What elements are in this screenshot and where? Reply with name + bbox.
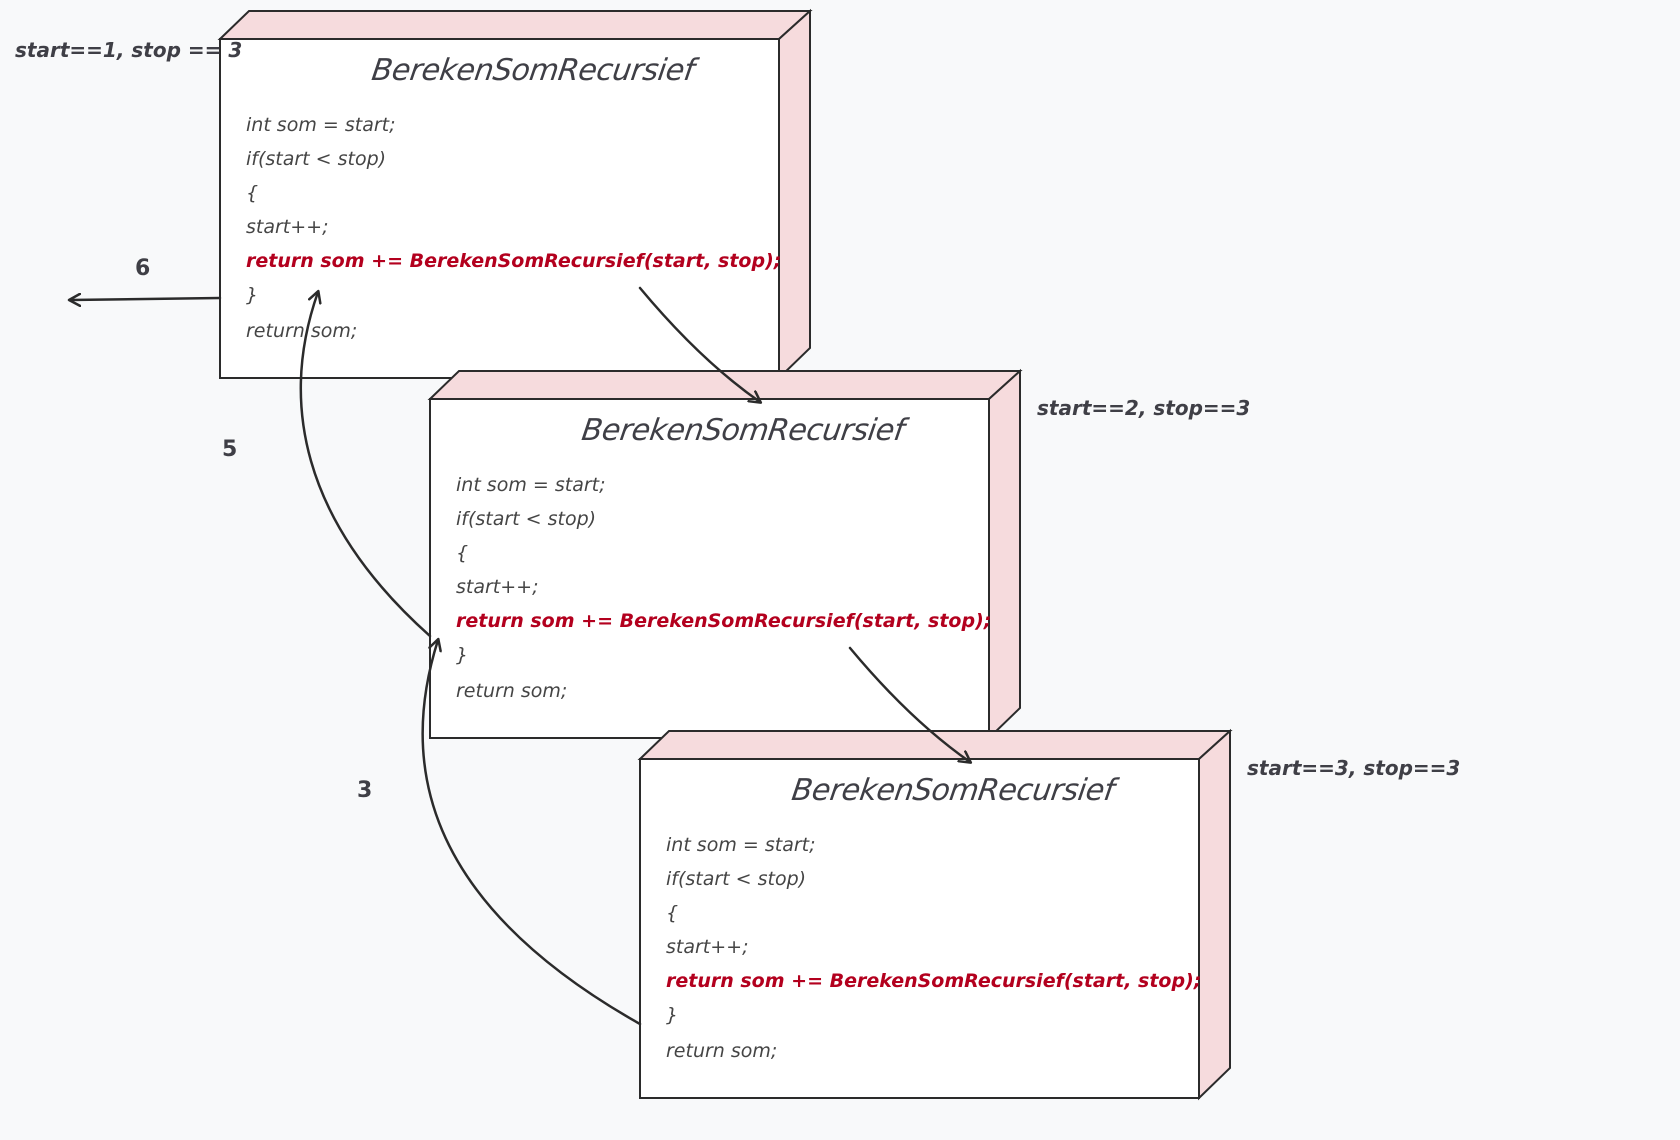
return-value-label-6: 6	[135, 256, 151, 281]
frame-1-params: start==1, stop == 3	[15, 38, 243, 62]
frame-3-code-line-2: {	[666, 902, 679, 924]
frame-1-code-line-5: }	[246, 284, 259, 306]
return-value-label-5: 5	[222, 437, 238, 462]
return-arrow-2-to-1	[299, 292, 432, 638]
frame-1-code-line-0: int som = start;	[246, 114, 396, 136]
frame-2-recursive-call-line: return som += BerekenSomRecursief(start,…	[456, 610, 992, 632]
frame-3-title: BerekenSomRecursief	[789, 773, 1117, 808]
frame-1-title: BerekenSomRecursief	[369, 53, 697, 88]
frame-2-code-line-2: {	[456, 542, 469, 564]
frame-3-code-line-0: int som = start;	[666, 834, 816, 856]
frame-2-side-face	[988, 368, 1021, 741]
call-arrow-2-to-3	[848, 646, 970, 762]
frame-box-2	[427, 368, 1023, 741]
frame-1-recursive-call-line: return som += BerekenSomRecursief(start,…	[246, 250, 782, 272]
frame-3-code-line-5: }	[666, 1004, 679, 1026]
frame-3-code-line-3: start++;	[666, 936, 749, 958]
frame-box-1	[217, 8, 813, 381]
return-arrow-1-out	[70, 298, 222, 300]
frame-1-code-line-6: return som;	[246, 320, 358, 342]
frame-3-code-line-1: if(start < stop)	[666, 868, 807, 890]
call-arrow-1-to-2	[638, 286, 760, 402]
frame-3-params: start==3, stop==3	[1247, 756, 1461, 780]
frame-2-code-line-5: }	[456, 644, 469, 666]
frame-2-code-line-0: int som = start;	[456, 474, 606, 496]
frame-3-side-face	[1198, 728, 1231, 1101]
frame-1-top-face	[217, 10, 813, 40]
frame-2-code-line-3: start++;	[456, 576, 539, 598]
frame-2-code-line-1: if(start < stop)	[456, 508, 597, 530]
frame-box-3	[637, 728, 1233, 1101]
frame-2-params: start==2, stop==3	[1037, 396, 1251, 420]
frame-1-side-face	[778, 8, 811, 381]
frame-3-front-face	[639, 758, 1200, 1099]
frame-3-recursive-call-line: return som += BerekenSomRecursief(start,…	[666, 970, 1202, 992]
frame-2-code-line-6: return som;	[456, 680, 568, 702]
frame-1-front-face	[219, 38, 780, 379]
frame-1-code-line-2: {	[246, 182, 259, 204]
return-arrow-3-to-2	[421, 640, 642, 1026]
return-value-label-3: 3	[357, 778, 373, 803]
frame-2-front-face	[429, 398, 990, 739]
frame-1-code-line-3: start++;	[246, 216, 329, 238]
frame-2-title: BerekenSomRecursief	[579, 413, 907, 448]
frame-1-code-line-1: if(start < stop)	[246, 148, 387, 170]
frame-3-code-line-6: return som;	[666, 1040, 778, 1062]
